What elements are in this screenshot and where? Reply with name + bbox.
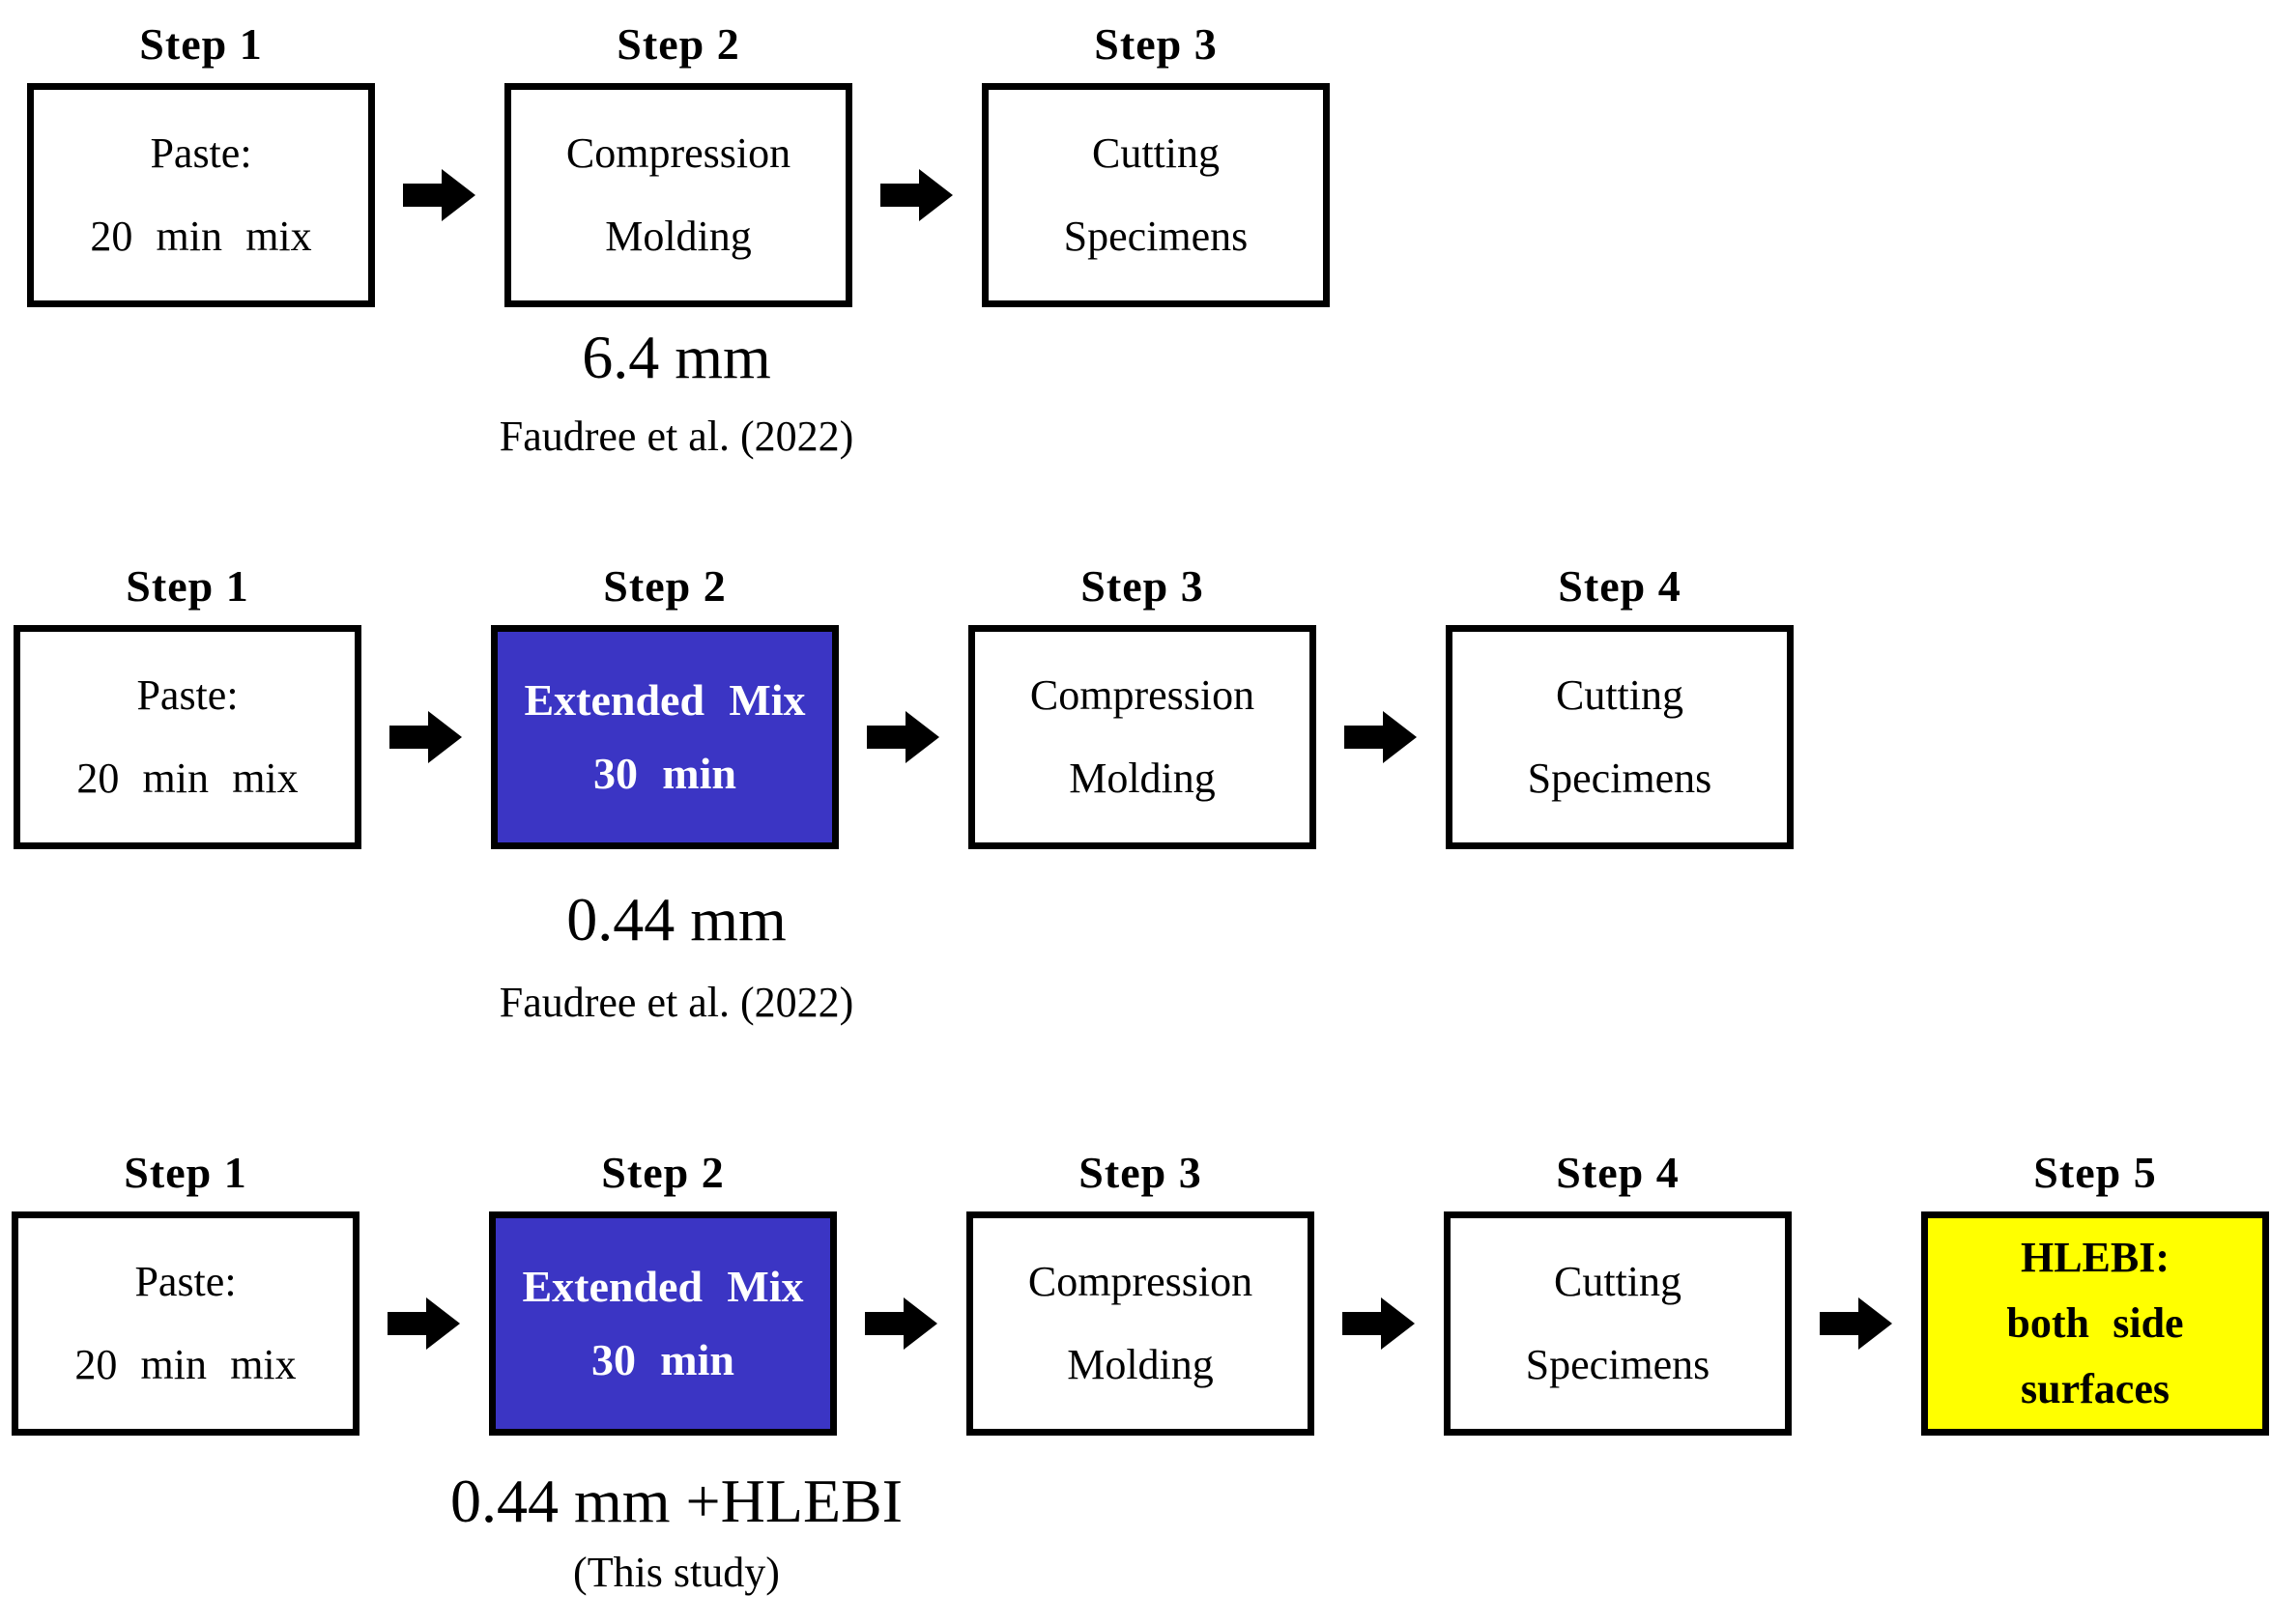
step-label: Step 4 [1556, 1147, 1680, 1197]
arrow-cell [1316, 556, 1446, 849]
step-column-2-1: Step 1 Paste: 20 min mix [14, 556, 361, 849]
process-box-paste: Paste: 20 min mix [12, 1211, 359, 1436]
box-line: 20 min mix [90, 213, 312, 260]
box-line: Paste: [150, 129, 252, 177]
process-box-paste: Paste: 20 min mix [27, 83, 375, 307]
arrow-right-icon [1344, 711, 1417, 763]
arrow-cell [839, 556, 968, 849]
box-line: surfaces [2021, 1365, 2170, 1412]
arrow-right-icon [389, 711, 462, 763]
step-column-1-1: Step 1 Paste: 20 min mix [27, 14, 375, 307]
step-label: Step 1 [126, 560, 249, 611]
step-column-3-4: Step 4 Cutting Specimens [1444, 1142, 1792, 1436]
box-line: Cutting [1091, 129, 1221, 177]
box-line: HLEBI: [2020, 1234, 2170, 1281]
box-line: Molding [1067, 1341, 1214, 1388]
process-box-extended-mix: Extended Mix 30 min [491, 625, 839, 849]
process-box-compression-molding: Compression Molding [966, 1211, 1314, 1436]
process-box-cutting-specimens: Cutting Specimens [1444, 1211, 1792, 1436]
box-line: Molding [605, 213, 752, 260]
caption-source: Faudree et al. (2022) [499, 413, 854, 460]
process-box-cutting-specimens: Cutting Specimens [982, 83, 1330, 307]
box-line: Specimens [1527, 755, 1712, 802]
step-label: Step 1 [139, 18, 263, 69]
process-box-extended-mix: Extended Mix 30 min [489, 1211, 837, 1436]
box-line: Extended Mix [522, 1262, 804, 1311]
step-label: Step 2 [617, 18, 740, 69]
process-box-compression-molding: Compression Molding [504, 83, 852, 307]
step-label: Step 3 [1078, 1147, 1202, 1197]
arrow-cell [1314, 1142, 1444, 1436]
arrow-right-icon [865, 1297, 937, 1350]
step-column-1-2: Step 2 Compression Molding [504, 14, 852, 307]
caption-source: Faudree et al. (2022) [499, 979, 854, 1026]
process-box-paste: Paste: 20 min mix [14, 625, 361, 849]
step-column-3-3: Step 3 Compression Molding [966, 1142, 1314, 1436]
step-label: Step 5 [2033, 1147, 2157, 1197]
caption-thickness: 0.44 mm [566, 885, 787, 954]
box-line: Cutting [1555, 671, 1684, 719]
arrow-right-icon [1342, 1297, 1415, 1350]
box-line: Compression [1029, 671, 1255, 719]
step-column-3-5: Step 5 HLEBI: both side surfaces [1921, 1142, 2269, 1436]
box-line: 20 min mix [76, 755, 299, 802]
step-label: Step 1 [124, 1147, 247, 1197]
box-line: Paste: [136, 671, 239, 719]
step-label: Step 2 [603, 560, 727, 611]
step-column-3-1: Step 1 Paste: 20 min mix [12, 1142, 359, 1436]
process-box-compression-molding: Compression Molding [968, 625, 1316, 849]
step-column-3-2: Step 2 Extended Mix 30 min [489, 1142, 837, 1436]
box-line: Compression [1027, 1258, 1253, 1305]
arrow-cell [361, 556, 491, 849]
flow-row-1: Step 1 Paste: 20 min mix Step 2 Compress… [27, 14, 1330, 307]
arrow-right-icon [403, 169, 475, 221]
step-label: Step 3 [1080, 560, 1204, 611]
caption-source: (This study) [573, 1549, 780, 1596]
step-column-1-3: Step 3 Cutting Specimens [982, 14, 1330, 307]
box-line: Cutting [1553, 1258, 1682, 1305]
arrow-cell [375, 14, 504, 307]
process-box-hlebi: HLEBI: both side surfaces [1921, 1211, 2269, 1436]
arrow-right-icon [1820, 1297, 1892, 1350]
step-column-2-4: Step 4 Cutting Specimens [1446, 556, 1794, 849]
step-label: Step 3 [1094, 18, 1218, 69]
box-line: Specimens [1525, 1341, 1710, 1388]
box-line: Specimens [1063, 213, 1249, 260]
box-line: 30 min [591, 1335, 734, 1384]
process-box-cutting-specimens: Cutting Specimens [1446, 625, 1794, 849]
arrow-cell [837, 1142, 966, 1436]
box-line: Paste: [134, 1258, 237, 1305]
arrow-cell [359, 1142, 489, 1436]
box-line: 30 min [593, 749, 736, 798]
caption-thickness: 6.4 mm [582, 323, 771, 391]
flow-row-2: Step 1 Paste: 20 min mix Step 2 Extended… [14, 556, 1794, 849]
caption-thickness: 0.44 mm +HLEBI [449, 1467, 904, 1535]
flow-row-3: Step 1 Paste: 20 min mix Step 2 Extended… [12, 1142, 2269, 1436]
box-line: 20 min mix [74, 1341, 297, 1388]
step-column-2-2: Step 2 Extended Mix 30 min [491, 556, 839, 849]
arrow-right-icon [867, 711, 939, 763]
arrow-right-icon [388, 1297, 460, 1350]
step-label: Step 2 [601, 1147, 725, 1197]
step-column-2-3: Step 3 Compression Molding [968, 556, 1316, 849]
box-line: Compression [565, 129, 791, 177]
step-label: Step 4 [1558, 560, 1682, 611]
arrow-right-icon [880, 169, 953, 221]
box-line: Extended Mix [524, 675, 806, 725]
arrow-cell [852, 14, 982, 307]
box-line: Molding [1069, 755, 1216, 802]
box-line: both side [2006, 1299, 2184, 1347]
arrow-cell [1792, 1142, 1921, 1436]
